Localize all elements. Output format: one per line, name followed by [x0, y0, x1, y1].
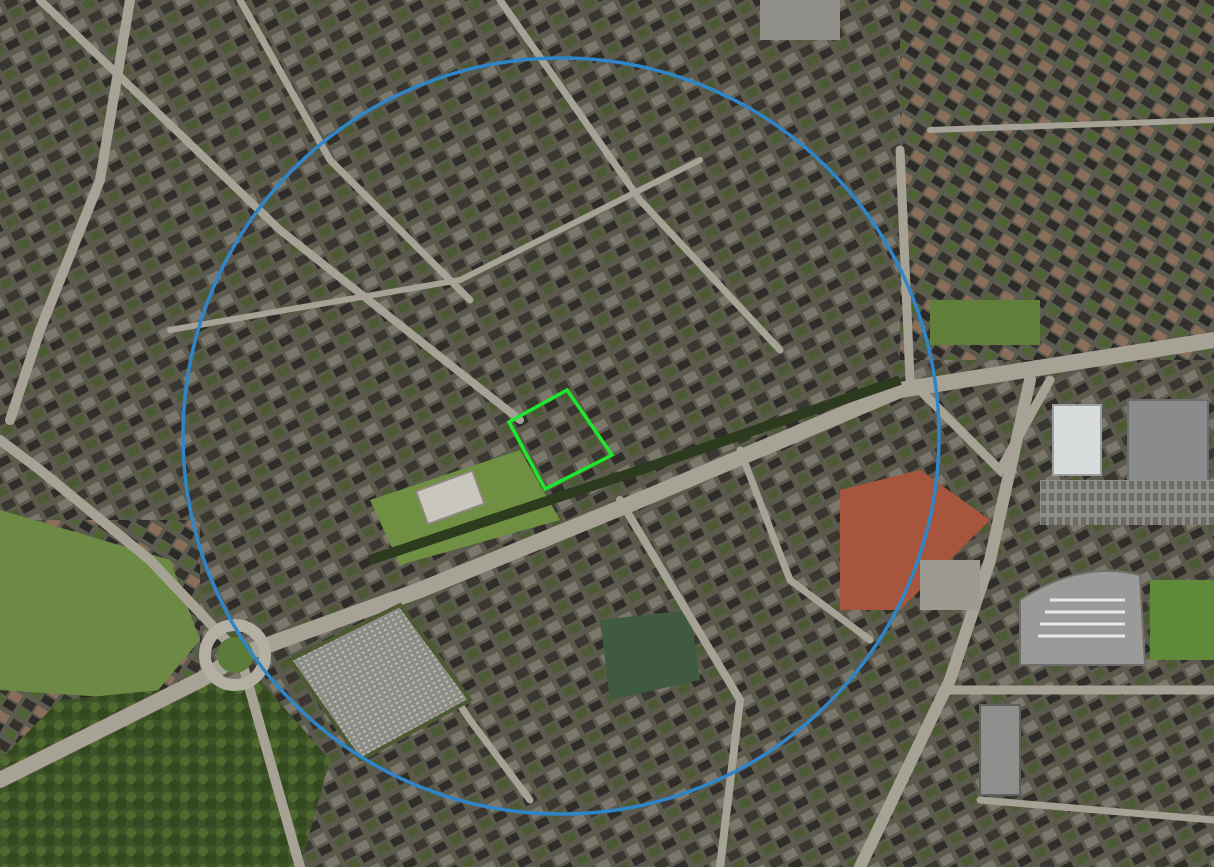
- sports-field: [1150, 580, 1214, 660]
- pond: [600, 610, 700, 700]
- cemetery: [287, 602, 473, 763]
- woodland-southwest: [0, 680, 330, 867]
- parcel-marker[interactable]: [506, 387, 615, 492]
- commercial-buildings: [414, 0, 1209, 796]
- radius-circle: [181, 56, 941, 816]
- plaza: [920, 560, 980, 610]
- tree-row: [368, 375, 902, 565]
- parking-lot: [1040, 480, 1214, 525]
- green-lawn-east: [930, 300, 1040, 345]
- red-roof-complex: [840, 470, 990, 610]
